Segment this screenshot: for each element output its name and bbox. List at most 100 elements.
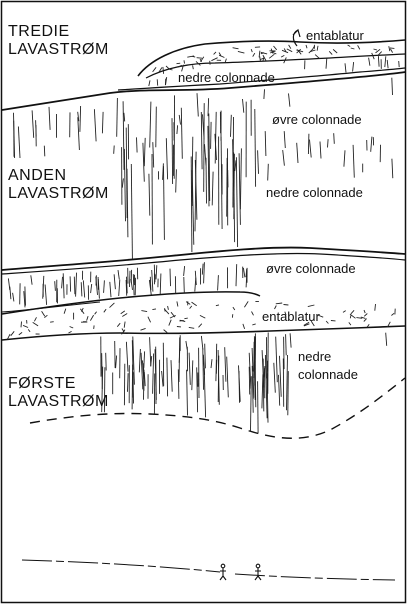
entablature-mark <box>184 60 185 63</box>
column-joint <box>160 274 161 295</box>
entablature-mark <box>273 53 277 54</box>
column-joint <box>192 170 194 244</box>
column-joint <box>265 131 266 156</box>
entablature-mark <box>95 312 97 315</box>
column-joint <box>197 93 198 116</box>
column-joint <box>255 337 256 398</box>
column-joint <box>208 98 209 116</box>
second-upper-colonnade-label: øvre colonnade <box>272 112 362 127</box>
entablature-mark <box>141 311 147 312</box>
column-joint <box>153 354 154 394</box>
entablature-mark <box>152 309 156 310</box>
column-joint <box>176 169 177 192</box>
column-joint <box>104 280 105 293</box>
column-joint <box>153 142 154 167</box>
column-joint <box>124 113 125 122</box>
entablature-mark <box>308 305 315 307</box>
entablature-mark <box>374 49 378 50</box>
column-joint <box>320 142 321 159</box>
column-joint <box>144 372 145 386</box>
column-joint <box>189 353 190 385</box>
third-lower-colonnade-label: nedre colonnade <box>178 70 275 85</box>
entablature-mark <box>69 331 72 333</box>
column-joint <box>326 58 327 68</box>
column-joint <box>110 282 111 297</box>
entablature-mark <box>33 322 38 326</box>
entablature-mark <box>11 331 15 336</box>
second-flow-label-line2: LAVASTRØM <box>8 185 109 202</box>
column-joint <box>252 366 253 413</box>
entablature-mark <box>23 325 28 327</box>
column-joint <box>126 280 127 296</box>
column-joint <box>263 359 264 412</box>
third-flow-label-line2: LAVASTRØM <box>8 41 109 58</box>
column-joint <box>283 150 285 166</box>
entablature-mark <box>214 52 216 55</box>
entablature-mark <box>391 313 394 315</box>
entablature-mark <box>351 48 355 49</box>
column-joint <box>49 107 50 130</box>
column-joint <box>218 275 219 290</box>
entablature-mark <box>274 46 277 50</box>
column-joint <box>94 109 96 141</box>
entablature-mark <box>317 46 318 51</box>
column-joint <box>239 371 240 403</box>
first-upper-colonnade-base <box>2 292 260 314</box>
entablature-mark <box>358 45 360 49</box>
entablature-mark <box>184 318 187 319</box>
column-joint <box>78 117 80 150</box>
entablature-mark <box>168 306 169 310</box>
column-joint <box>202 264 203 275</box>
column-joint <box>144 370 145 400</box>
entablature-mark <box>364 314 367 317</box>
person-figure <box>220 564 226 580</box>
column-joint <box>345 63 346 72</box>
entablature-mark <box>238 51 245 53</box>
column-joint <box>186 341 187 350</box>
column-joint <box>371 137 372 152</box>
column-joint <box>262 374 263 408</box>
second-lower-colonnade-label: nedre colonnade <box>266 185 363 200</box>
column-joint <box>18 127 20 159</box>
column-joint <box>227 357 229 398</box>
entablature-mark <box>281 55 284 57</box>
column-joint <box>264 89 265 99</box>
entablature-mark <box>251 49 252 52</box>
entablature-mark <box>252 324 255 325</box>
column-joint <box>276 337 278 383</box>
column-joint <box>236 264 237 286</box>
column-joint <box>386 333 387 346</box>
first-entablature-base <box>2 326 405 340</box>
entablature-mark <box>166 66 169 69</box>
entablature-mark <box>306 45 307 48</box>
column-joint <box>177 125 178 134</box>
column-joint <box>144 138 145 166</box>
column-joint <box>179 115 180 125</box>
column-joint <box>171 360 172 392</box>
column-joint <box>150 102 151 148</box>
column-joint <box>144 351 145 367</box>
column-joint <box>243 268 245 277</box>
column-joint <box>258 150 259 174</box>
column-joint <box>234 154 235 219</box>
entablature-mark <box>141 328 146 330</box>
entablature-mark <box>122 314 127 317</box>
column-joint <box>287 355 288 410</box>
column-joint <box>31 275 32 284</box>
column-joint <box>8 278 9 290</box>
column-joint <box>233 117 234 208</box>
entablature-mark <box>244 301 248 307</box>
column-joint <box>106 353 107 371</box>
column-joint <box>206 158 207 204</box>
entablature-mark <box>192 56 195 57</box>
column-joint <box>204 103 205 192</box>
entablature-mark <box>70 327 74 329</box>
entablature-mark <box>269 54 274 58</box>
person-figure <box>255 564 261 580</box>
entablature-mark <box>190 306 192 309</box>
column-joint <box>76 273 77 297</box>
column-joint <box>353 62 354 72</box>
column-joint <box>353 145 354 178</box>
